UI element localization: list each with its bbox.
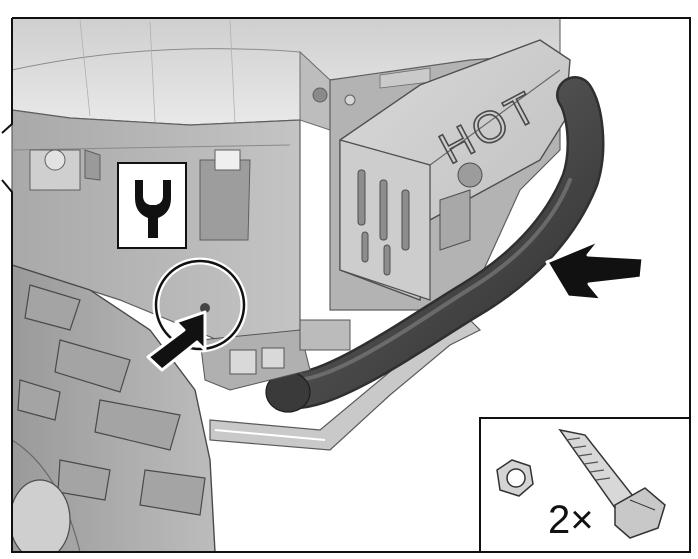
figure-frame [1, 17, 691, 553]
large-arrow-icon [545, 238, 645, 302]
nut-icon [496, 459, 534, 497]
hardware-inset: 2× [479, 417, 691, 553]
tire-treads [17, 284, 206, 516]
hardware-quantity: 2× [548, 498, 594, 542]
wrench-badge [117, 162, 187, 249]
arrow-icon [146, 310, 207, 372]
wrench-icon [135, 180, 171, 238]
bolt-icon [558, 428, 666, 539]
shield-vent-slots [357, 169, 410, 276]
